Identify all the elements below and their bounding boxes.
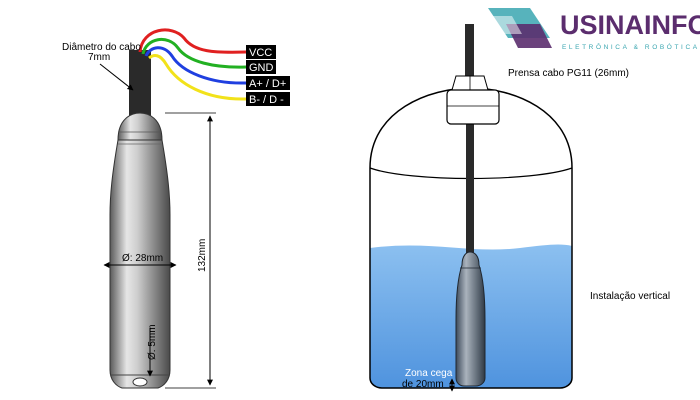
wire-label-a: A+ / D+: [249, 78, 286, 90]
installation-drawing: Prensa cabo PG11 (26mm) Zona cega de 20m…: [369, 24, 670, 392]
wire-green: [141, 38, 247, 69]
gland-label: Prensa cabo PG11 (26mm): [508, 68, 629, 79]
sensor-body: [109, 139, 171, 389]
gland-body: [446, 89, 500, 125]
cable-diameter-leader: [99, 63, 134, 91]
wire-red: [138, 28, 247, 54]
brand-logo-mark: [488, 8, 552, 48]
width-dimension-label: Ø: 28mm: [122, 253, 163, 264]
tank-cable: [466, 120, 474, 258]
wire-blue: [144, 46, 247, 85]
tank-cable-top: [465, 24, 474, 90]
wire-label-box-gnd: [246, 60, 276, 74]
cable-diameter-label: Diâmetro do cabo: [62, 42, 141, 53]
brand-logo: USINAINFO ELETRÔNICA & ROBÓTICA: [488, 8, 700, 51]
hole-dimension-label: Ø: 5mm: [147, 324, 158, 360]
sensor-cap: [117, 112, 163, 141]
wire-label-box-vcc: [246, 45, 276, 59]
wire-label-vcc: VCC: [249, 47, 272, 59]
tank-sensor: [455, 251, 486, 387]
wire-label-gnd: GND: [249, 62, 274, 74]
sensor-tip-hole: [132, 377, 148, 387]
sensor-drawing: VCC GND A+ / D+ B- / D - Diâmetro do cab…: [62, 28, 290, 389]
installation-caption: Instalação vertical: [590, 291, 670, 302]
wire-label-box-b: [246, 92, 290, 106]
wire-yellow: [148, 54, 247, 101]
sensor-cable: [129, 50, 151, 120]
blind-zone-label-line1: Zona cega: [405, 368, 453, 379]
wire-label-box-a: [246, 76, 290, 90]
wire-label-b: B- / D -: [249, 94, 284, 106]
cable-diameter-value: 7mm: [88, 52, 110, 63]
brand-name: USINAINFO: [560, 10, 700, 40]
height-dimension-label: 132mm: [197, 239, 208, 272]
blind-zone-label-line2: de 20mm: [402, 379, 444, 390]
tank-body: [369, 168, 573, 389]
brand-tagline: ELETRÔNICA & ROBÓTICA: [562, 42, 700, 51]
